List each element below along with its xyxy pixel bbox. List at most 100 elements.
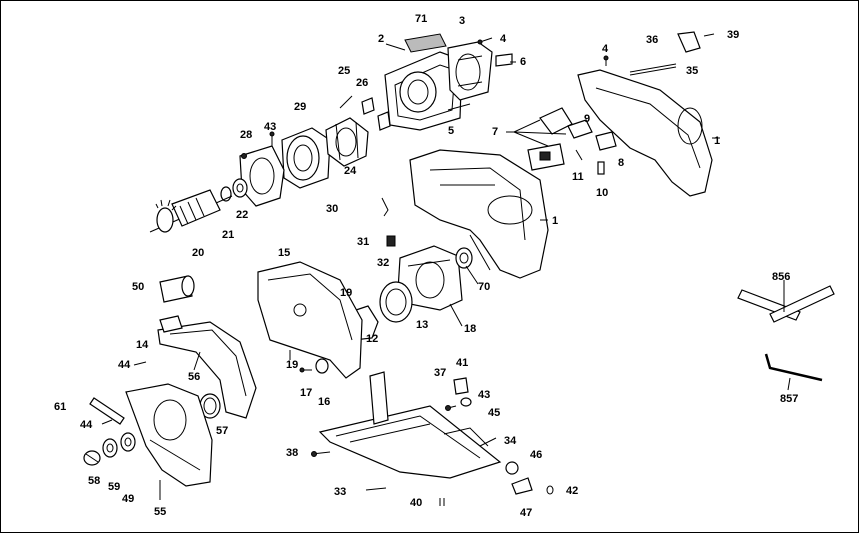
screw-5 <box>447 103 471 111</box>
label-5: 5 <box>448 125 454 137</box>
label-50: 50 <box>132 281 144 293</box>
label-13: 13 <box>416 319 428 331</box>
label-44b: 44 <box>80 419 93 431</box>
upper-guard-part <box>257 261 363 379</box>
nut-46 <box>505 461 519 475</box>
armature-part <box>149 189 233 233</box>
label-46: 46 <box>530 449 542 461</box>
motor-housing-part <box>384 51 463 131</box>
washer-70 <box>455 247 473 269</box>
label-44a: 44 <box>118 359 131 371</box>
label-15: 15 <box>278 247 290 259</box>
bearing-retainer-part <box>239 145 285 207</box>
label-plate-part <box>404 33 447 53</box>
label-4a: 4 <box>500 33 507 45</box>
label-18: 18 <box>464 323 476 335</box>
screw-17 <box>299 367 312 373</box>
label-30: 30 <box>326 203 338 215</box>
label-32: 32 <box>377 257 389 269</box>
cylinder-50 <box>159 275 195 303</box>
label-57: 57 <box>216 425 228 437</box>
gasket-13 <box>379 281 413 323</box>
label-42: 42 <box>566 485 578 497</box>
label-70: 70 <box>478 281 490 293</box>
label-2: 2 <box>378 33 384 45</box>
label-10: 10 <box>596 187 608 199</box>
label-19b: 19 <box>286 359 298 371</box>
label-3: 3 <box>459 15 465 27</box>
label-26: 26 <box>356 77 368 89</box>
label-38: 38 <box>286 447 298 459</box>
label-17: 17 <box>300 387 312 399</box>
label-33: 33 <box>334 486 346 498</box>
clip-40 <box>439 498 445 506</box>
label-21: 21 <box>222 229 234 241</box>
pin-33 <box>365 487 387 491</box>
end-cap-part <box>447 41 493 101</box>
label-45: 45 <box>488 407 500 419</box>
label-35: 35 <box>686 65 698 77</box>
fan-part <box>325 117 369 167</box>
stator-part <box>281 127 331 189</box>
screw-4b <box>603 55 609 66</box>
label-8: 8 <box>618 157 624 169</box>
label-31: 31 <box>357 236 369 248</box>
label-49: 49 <box>122 493 134 505</box>
label-29: 29 <box>294 101 306 113</box>
label-856: 856 <box>772 271 790 283</box>
screw-43a <box>269 131 275 146</box>
label-14: 14 <box>136 339 149 351</box>
label-12: 12 <box>366 333 378 345</box>
label-41: 41 <box>456 357 468 369</box>
leader-lines <box>159 43 791 500</box>
label-61: 61 <box>54 401 66 413</box>
switch-parts <box>513 107 617 175</box>
hex-key-857 <box>764 353 823 382</box>
screw-37 <box>445 405 457 411</box>
label-4b: 4 <box>602 43 609 55</box>
bolt-58 <box>83 450 101 466</box>
label-71: 71 <box>415 13 427 25</box>
label-6: 6 <box>520 56 526 68</box>
plug-31 <box>386 235 396 247</box>
part-labels: 71 3 4 2 6 4 36 39 35 25 26 29 43 28 5 7… <box>54 13 798 519</box>
label-56: 56 <box>188 371 200 383</box>
bushing-16 <box>315 358 329 374</box>
knob-41 <box>453 377 469 395</box>
small-plate-part <box>495 53 513 67</box>
bolt-38 <box>311 451 331 457</box>
base-shoe-part <box>318 371 502 479</box>
washer-59 <box>102 438 118 458</box>
label-59: 59 <box>108 481 120 493</box>
lower-guard-part <box>157 321 257 419</box>
label-37: 37 <box>434 367 446 379</box>
label-25: 25 <box>338 65 350 77</box>
label-43b: 43 <box>478 389 490 401</box>
label-1b: 1 <box>552 215 558 227</box>
label-16: 16 <box>318 396 330 408</box>
handle-housing-part <box>577 69 713 197</box>
screw-4a <box>477 37 493 45</box>
label-1a: 1 <box>714 135 720 147</box>
wrench-856 <box>737 285 835 323</box>
label-24: 24 <box>344 165 357 177</box>
label-11: 11 <box>572 171 584 183</box>
label-22: 22 <box>236 209 248 221</box>
spring-30 <box>381 197 389 217</box>
lever-61 <box>89 397 125 425</box>
label-34: 34 <box>504 435 517 447</box>
label-58: 58 <box>88 475 100 487</box>
brush-parts <box>339 95 391 131</box>
label-19a: 19 <box>340 287 352 299</box>
label-7: 7 <box>492 126 498 138</box>
washer-42 <box>546 485 554 495</box>
label-39: 39 <box>727 29 739 41</box>
label-20: 20 <box>192 247 204 259</box>
label-36: 36 <box>646 34 658 46</box>
label-43a: 43 <box>264 121 276 133</box>
spring-57 <box>199 393 221 419</box>
washer-49 <box>120 432 136 452</box>
label-40: 40 <box>410 497 422 509</box>
